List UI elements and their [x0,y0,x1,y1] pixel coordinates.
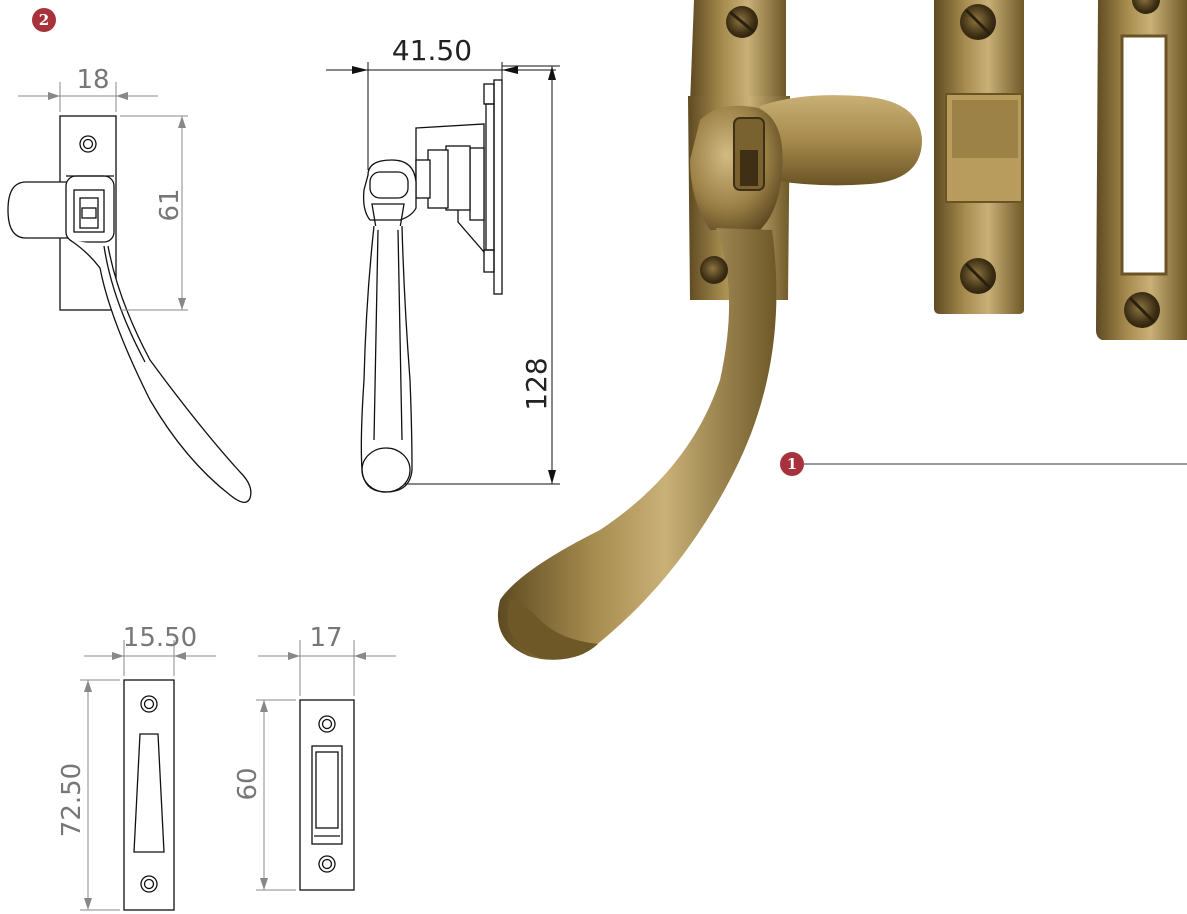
dim-handle-front-width: 18 [76,65,109,95]
handle-side-view [360,79,503,493]
marker-1-label: 1 [787,455,797,473]
marker-2-badge: 2 [32,8,56,32]
handle-side-dims: 41.50 128 [326,34,560,485]
keep-b-drawing [299,699,355,891]
keep-a-drawing [123,679,175,911]
brass-handle-photo [497,0,922,660]
dim-keep-a-height: 72.50 [57,763,87,837]
brass-keep-photo-1 [934,0,1024,314]
dim-keep-b-width: 17 [309,623,342,653]
keep-a-dims: 15.50 72.50 [57,623,216,911]
dim-handle-side-depth: 41.50 [392,34,472,67]
marker-1-badge: 1 [780,452,1187,476]
keep-b-dims: 17 60 [233,623,396,891]
handle-front-view [7,115,252,503]
marker-2-label: 2 [39,11,49,29]
dim-keep-b-height: 60 [233,767,263,800]
dim-handle-front-height: 61 [155,188,185,221]
handle-front-dims: 18 61 [18,65,188,311]
brass-keep-photo-2 [1096,0,1187,340]
dim-handle-side-length: 128 [520,357,553,410]
dim-keep-a-width: 15.50 [123,623,197,653]
